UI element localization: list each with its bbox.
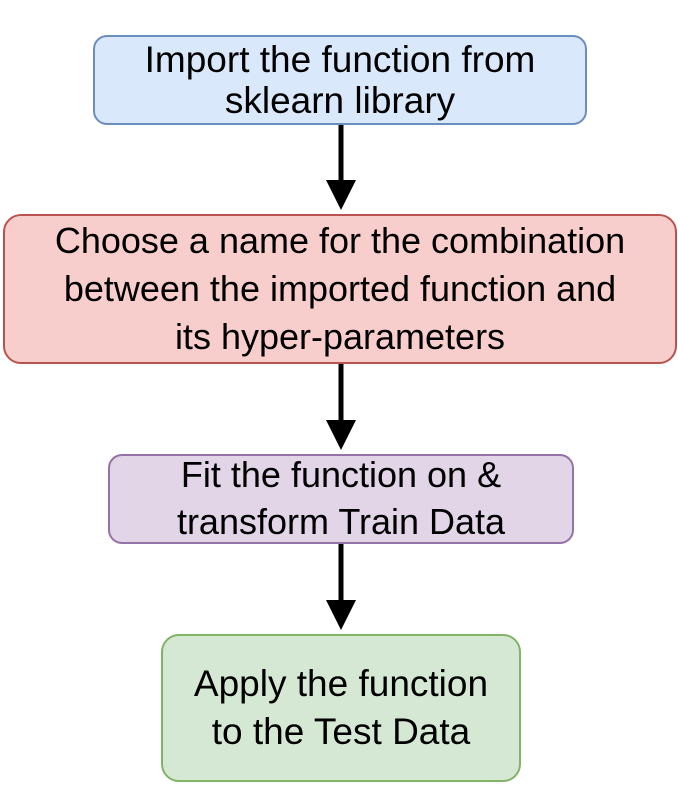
name-step-line-1: Choose a name for the combination xyxy=(54,220,626,262)
name-step-line-2: between the imported function and xyxy=(63,268,617,310)
name-step-box: Choose a name for the combination betwee… xyxy=(3,214,677,364)
fit-step-line-2: transform Train Data xyxy=(176,501,506,542)
import-step-box: Import the function from sklearn library xyxy=(93,35,587,125)
apply-step-line-1: Apply the function xyxy=(193,662,489,704)
fit-step-line-1: Fit the function on & xyxy=(180,454,502,496)
import-step-line-1: Import the function from xyxy=(144,38,536,80)
name-step-line-3: its hyper-parameters xyxy=(174,315,506,357)
import-step-line-2: sklearn library xyxy=(224,80,456,121)
apply-step-box: Apply the function to the Test Data xyxy=(161,634,521,782)
apply-step-line-2: to the Test Data xyxy=(211,711,471,752)
fit-step-box: Fit the function on & transform Train Da… xyxy=(108,454,574,544)
